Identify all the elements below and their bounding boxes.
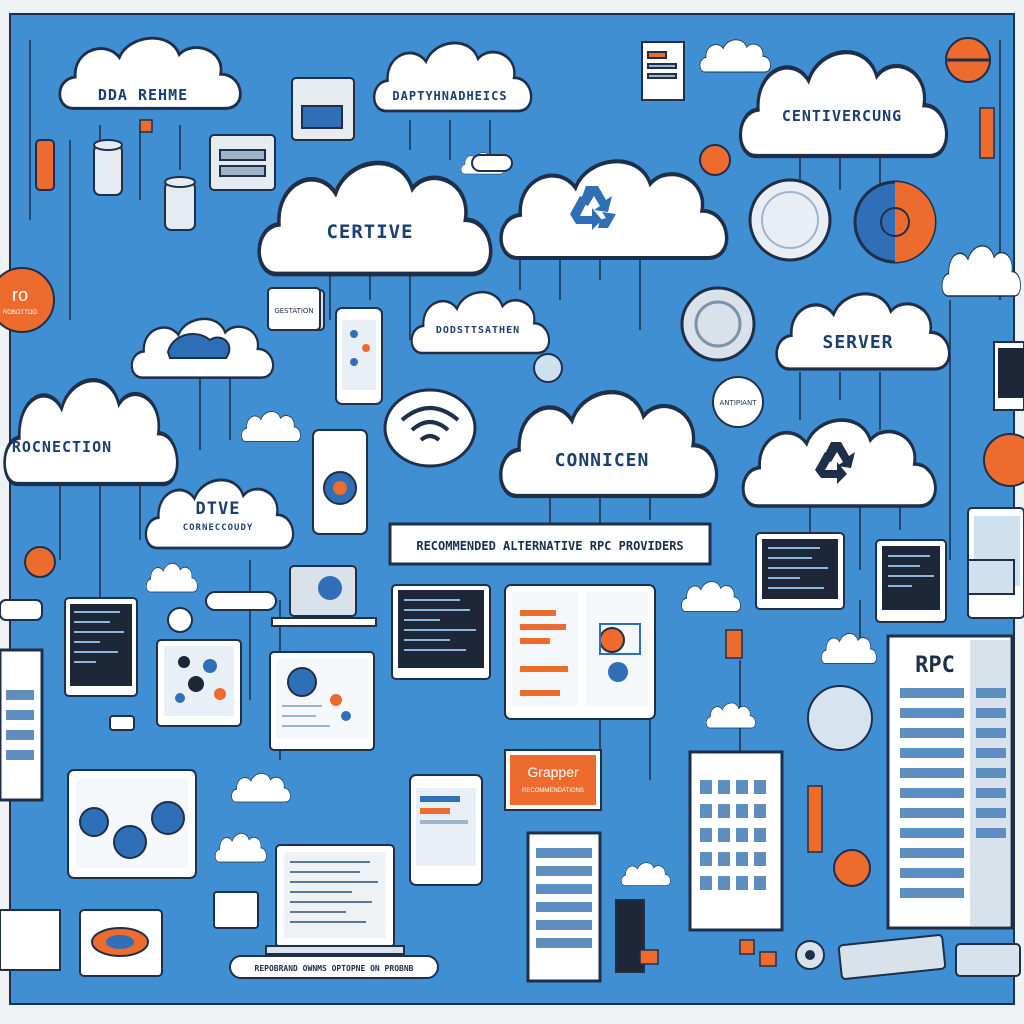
cloud-rocnection: ROCNECTION (5, 380, 178, 484)
monitor-icon (0, 341, 1024, 977)
phone-icon (312, 307, 383, 535)
footer-caption: REPOBRAND OWNMS OPTOPNE ON PROBNB (229, 955, 439, 979)
small-tag-1: GESTATION (274, 307, 313, 315)
cloud-label-9: CONNICEN (555, 450, 650, 471)
cloud-label-8: DODSTTSATHEN (436, 325, 520, 336)
misc-pills (0, 154, 1021, 980)
cloud-label-4: CERTIVE (326, 221, 413, 243)
cloud-label-6: ROCNECTION (12, 438, 112, 456)
small-tag-2: ANTIPIANT (720, 399, 758, 407)
wifi-badge (383, 388, 477, 468)
ro-badge: ro ROBOTTOO (0, 267, 55, 333)
connector-lines (29, 40, 1001, 780)
cloud-dodsttsathen: DODSTTSATHEN (410, 290, 551, 355)
cloud-server: SERVER (775, 292, 951, 371)
footer-caption-text: REPOBRAND OWNMS OPTOPNE ON PROBNB (255, 964, 414, 973)
grapper-card-title: Grapper (527, 764, 579, 780)
grapper-card-sub: RECOMMENDATIONS (522, 788, 584, 794)
recommended-banner: RECOMMENDED ALTERNATIVE RPC PROVIDERS (388, 522, 712, 566)
cloud-centivercung: CENTIVERCUNG (741, 52, 947, 156)
gear-icon (24, 546, 871, 970)
cloud-label-7: SERVER (822, 332, 893, 353)
cloud-label-3: CENTIVERCUNG (782, 107, 902, 125)
cloud-label-2: DAPTYHNADHEICS (392, 89, 507, 103)
cloud-icon (166, 333, 231, 359)
recycle-icon (570, 186, 616, 230)
cloud-data-rehme: DDA REHME (58, 36, 242, 110)
cloud-label-10-sub: CORNECCOUDY (183, 523, 254, 533)
database-icon (35, 139, 196, 231)
cloud-certive: CERTIVE (259, 163, 491, 274)
disc-icons: ANTIPIANT (533, 37, 1024, 751)
cloud-blue-small (130, 317, 275, 379)
cloud-connicen: CONNICEN (501, 392, 717, 496)
banner-title: RECOMMENDED ALTERNATIVE RPC PROVIDERS (416, 539, 683, 553)
building-icon: RPC (0, 634, 1014, 983)
ro-badge-label: ro (12, 285, 28, 305)
cloud-recycle (501, 161, 727, 258)
ro-badge-sub: ROBOTTOO (3, 310, 38, 316)
server-icon (209, 41, 685, 191)
building-sign: RPC (915, 653, 955, 678)
cloud-label-1: DDA REHME (98, 86, 188, 104)
wifi-icon (400, 406, 460, 442)
orange-blocks (139, 107, 995, 967)
grapper-card: Grapper RECOMMENDATIONS (504, 749, 602, 811)
tablet-icon: GESTATION (267, 287, 483, 886)
cloud-daptyhnadheics: DAPTYHNADHEICS (372, 41, 533, 113)
cloud-label-10: DTVE (196, 499, 241, 519)
cloud-recycle-2 (741, 418, 938, 508)
recycle-icon-2 (815, 442, 855, 484)
cloud-dtve: DTVE CORNECCOUDY (144, 478, 295, 550)
